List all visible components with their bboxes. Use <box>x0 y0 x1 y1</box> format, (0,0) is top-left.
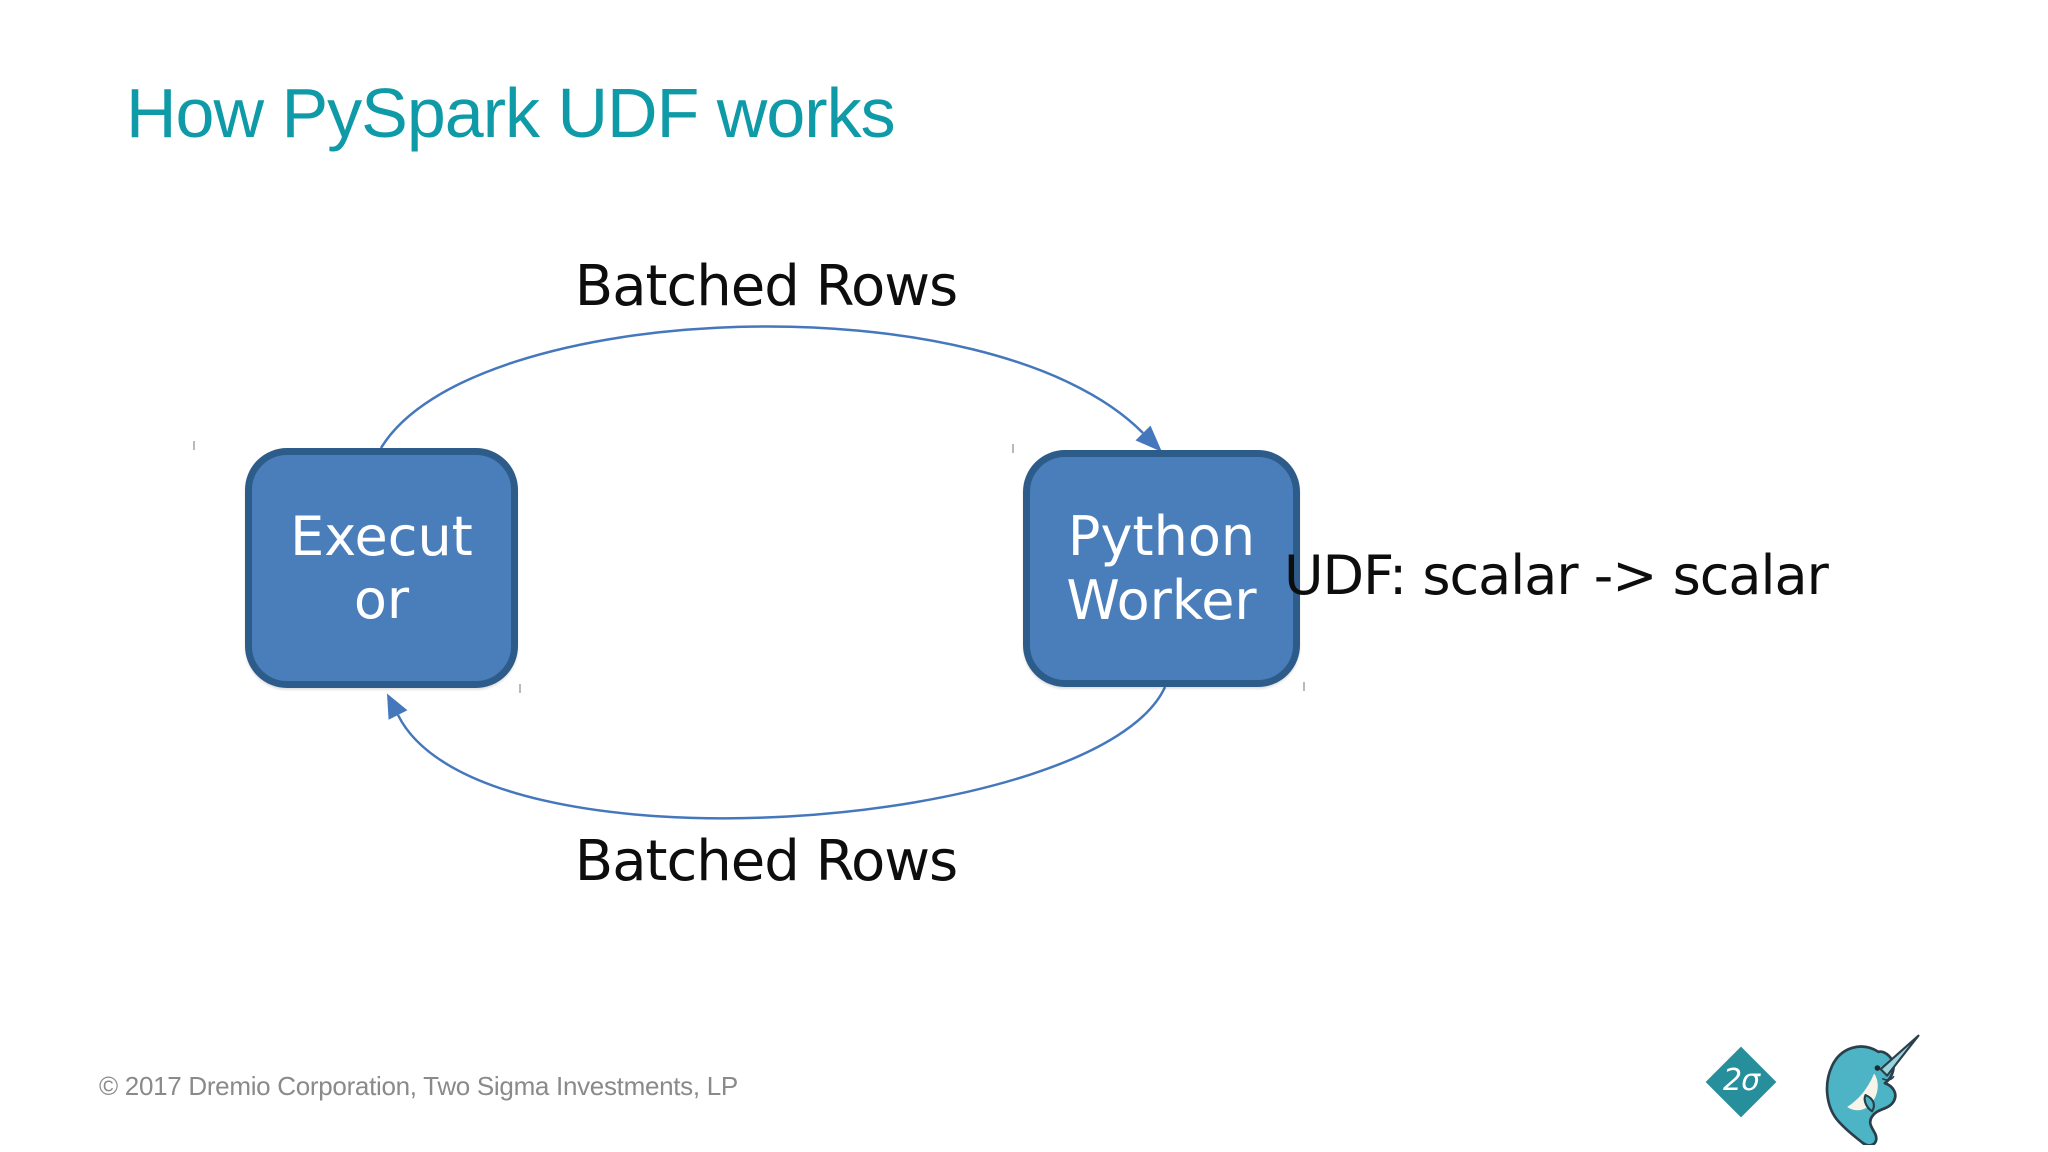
arrow-bottom-curve <box>396 686 1167 820</box>
node-python-worker-label-line1: Python <box>1067 505 1256 569</box>
footer-copyright: © 2017 Dremio Corporation, Two Sigma Inv… <box>99 1071 738 1101</box>
node-executor: Execut or <box>245 448 518 688</box>
arrow-top-curve <box>379 325 1144 449</box>
arrowhead-bottom-icon <box>387 693 408 720</box>
edge-label-batched-rows-top: Batched Rows <box>574 254 958 319</box>
slide-title: How PySpark UDF works <box>126 74 896 152</box>
arrowhead-top-icon <box>1135 425 1162 452</box>
selection-tick <box>519 684 521 693</box>
two-sigma-logo: 2σ <box>1705 1046 1777 1118</box>
dremio-narwhal-logo-icon <box>1825 1034 1920 1145</box>
node-executor-label-line2: or <box>353 568 410 631</box>
node-executor-label-line1: Execut <box>290 504 473 568</box>
selection-tick <box>1303 682 1305 691</box>
edge-label-batched-rows-bottom: Batched Rows <box>574 829 958 894</box>
selection-tick <box>193 441 195 450</box>
selection-tick <box>1012 444 1014 453</box>
node-python-worker: Python Worker <box>1023 450 1300 687</box>
two-sigma-logo-text: 2σ <box>1722 1062 1760 1098</box>
udf-annotation: UDF: scalar -> scalar <box>1284 544 1829 607</box>
node-python-worker-label-line2: Worker <box>1066 568 1257 632</box>
